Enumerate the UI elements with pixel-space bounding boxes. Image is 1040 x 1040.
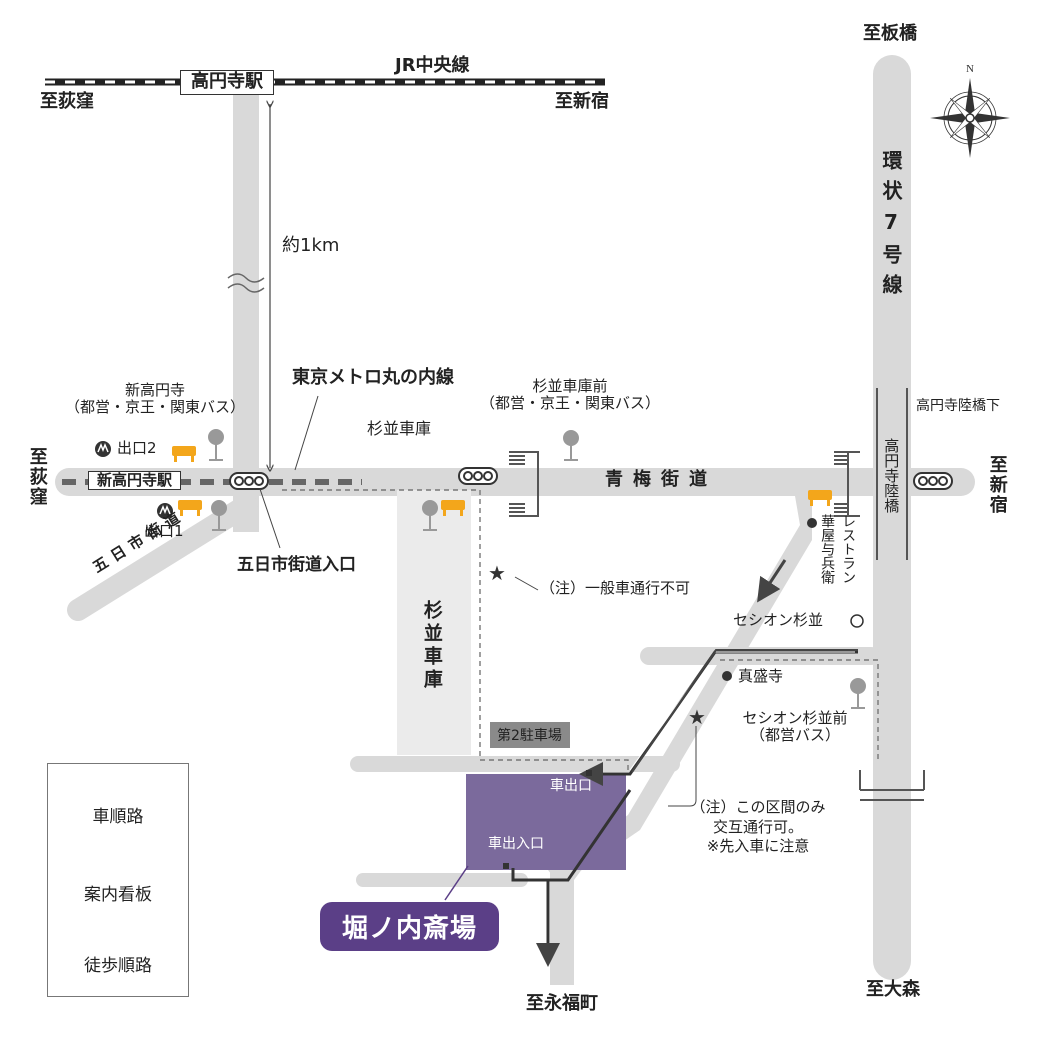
tokyo-metro-icon xyxy=(95,441,111,457)
direction-itabashi: 至板橋 xyxy=(863,23,917,44)
compass-rose-icon: N xyxy=(930,63,1010,158)
restaurant-dot xyxy=(807,518,817,528)
parking2-label: 第2駐車場 xyxy=(497,728,562,744)
suginami-shako-area xyxy=(397,490,471,755)
car-route-arrow xyxy=(757,559,787,603)
shinkoenji-station-label[interactable]: 新高円寺駅 xyxy=(88,471,182,491)
traffic-signal-icon xyxy=(229,472,269,490)
kanjo7-label: 環状7号線 xyxy=(879,150,903,304)
ome-kaido-road xyxy=(55,468,970,496)
car-route-in xyxy=(511,789,632,882)
koenji-station-label[interactable]: 高円寺駅 xyxy=(180,70,274,95)
legend: 車順路 案内看板 徒歩順路 xyxy=(47,763,189,997)
star-icon: ★ xyxy=(488,561,506,585)
bus-stop-suginami-shako-mae: 杉並車庫前 （都営・京王・関東バス） xyxy=(470,377,670,413)
bus-stop-name: 新高円寺 xyxy=(124,381,185,399)
traffic-signal-icon xyxy=(913,472,953,490)
signal-itsukaichi-iriguchi: 五日市街道入口 xyxy=(237,555,356,575)
direction-shinjuku-top: 至新宿 xyxy=(555,91,609,112)
note-no-general-traffic: （注）一般車通行不可 xyxy=(540,579,691,597)
note-line: （注）この区間のみ xyxy=(690,798,826,816)
bus-stop-icon xyxy=(563,430,579,461)
bus-stop-icon xyxy=(211,500,227,531)
ome-kaido-label: 青梅街道 xyxy=(605,469,717,490)
signal-suginami-shako: 杉並車庫 xyxy=(367,419,432,438)
bus-stop-icon xyxy=(422,500,438,531)
kanjo7-road xyxy=(873,55,911,980)
restaurant-name: 華屋与兵衛 xyxy=(819,514,836,584)
signboard-icon xyxy=(178,500,202,516)
bus-stop-icon xyxy=(208,429,224,461)
direction-ogikubo-left: 至荻窪 xyxy=(26,447,48,507)
suginami-shako-road-label: 杉並車庫 xyxy=(420,600,443,692)
cesion-label: セシオン杉並 xyxy=(733,611,824,629)
note-line: ※先入車に注意 xyxy=(706,837,810,855)
cesion-dot xyxy=(850,614,864,628)
koenji-rikkyo-label: 高円寺陸橋 xyxy=(882,438,901,513)
note-line: 交互通行可。 xyxy=(712,817,803,836)
svg-text:N: N xyxy=(966,63,974,75)
car-entrance-exit-label: 車出入口 xyxy=(488,836,544,852)
bus-stop-icon xyxy=(850,678,866,709)
direction-eifukucho: 至永福町 xyxy=(526,993,598,1014)
traffic-signal-icon xyxy=(458,467,498,485)
signboard-icon xyxy=(172,446,196,462)
venue-area xyxy=(466,774,626,870)
bus-stop-shinkoenji: 新高円寺 （都営・京王・関東バス） xyxy=(60,381,250,417)
bus-stop-operators: （都営バス） xyxy=(749,726,840,745)
exit2-label: 出口2 xyxy=(117,439,157,457)
direction-shinjuku-right: 至新宿 xyxy=(986,455,1008,515)
bus-stop-name: 杉並車庫前 xyxy=(532,377,608,395)
bus-stop-operators: （都営・京王・関東バス） xyxy=(64,398,245,417)
star-icon: ★ xyxy=(688,705,706,729)
legend-signboard: 案内看板 xyxy=(84,885,152,905)
road-break-mark xyxy=(227,273,265,293)
distance-label: 約1km xyxy=(282,235,340,256)
venue-name[interactable]: 堀ノ内斎場 xyxy=(320,902,500,951)
walking-route-2 xyxy=(720,659,879,760)
direction-omori: 至大森 xyxy=(866,979,920,1000)
shinseiji-dot xyxy=(722,671,732,681)
bus-stop-operators: （都営・京王・関東バス） xyxy=(479,394,660,413)
jr-chuo-line-label: JR中央線 xyxy=(395,55,470,76)
walking-route-1 xyxy=(282,489,629,775)
direction-ogikubo-top: 至荻窪 xyxy=(40,91,94,112)
restaurant-type: レストラン xyxy=(840,514,857,584)
car-exit-label: 車出口 xyxy=(550,778,592,794)
overpass-lines xyxy=(509,388,925,801)
bus-stop-cesion-mae: セシオン杉並前 （都営バス） xyxy=(725,709,865,745)
venue-south-road xyxy=(356,873,528,887)
legend-walking-route: 徒歩順路 xyxy=(84,956,152,976)
signal-koenji-rikkyoshita: 高円寺陸橋下 xyxy=(916,398,1000,414)
bus-stop-name: セシオン杉並前 xyxy=(742,709,848,727)
tokyo-metro-icon xyxy=(157,503,173,519)
signboard-icon xyxy=(808,490,832,506)
shinseiji-label: 真盛寺 xyxy=(738,667,784,685)
marunouchi-line-label: 東京メトロ丸の内線 xyxy=(292,367,454,388)
exit1-label: 出口1 xyxy=(144,522,184,540)
parking2-area xyxy=(490,722,570,748)
note-alternate-traffic: （注）この区間のみ 交互通行可。 ※先入車に注意 xyxy=(668,798,848,857)
koenji-road xyxy=(233,90,259,532)
legend-car-route: 車順路 xyxy=(92,807,144,827)
signboard-icon xyxy=(441,500,465,516)
